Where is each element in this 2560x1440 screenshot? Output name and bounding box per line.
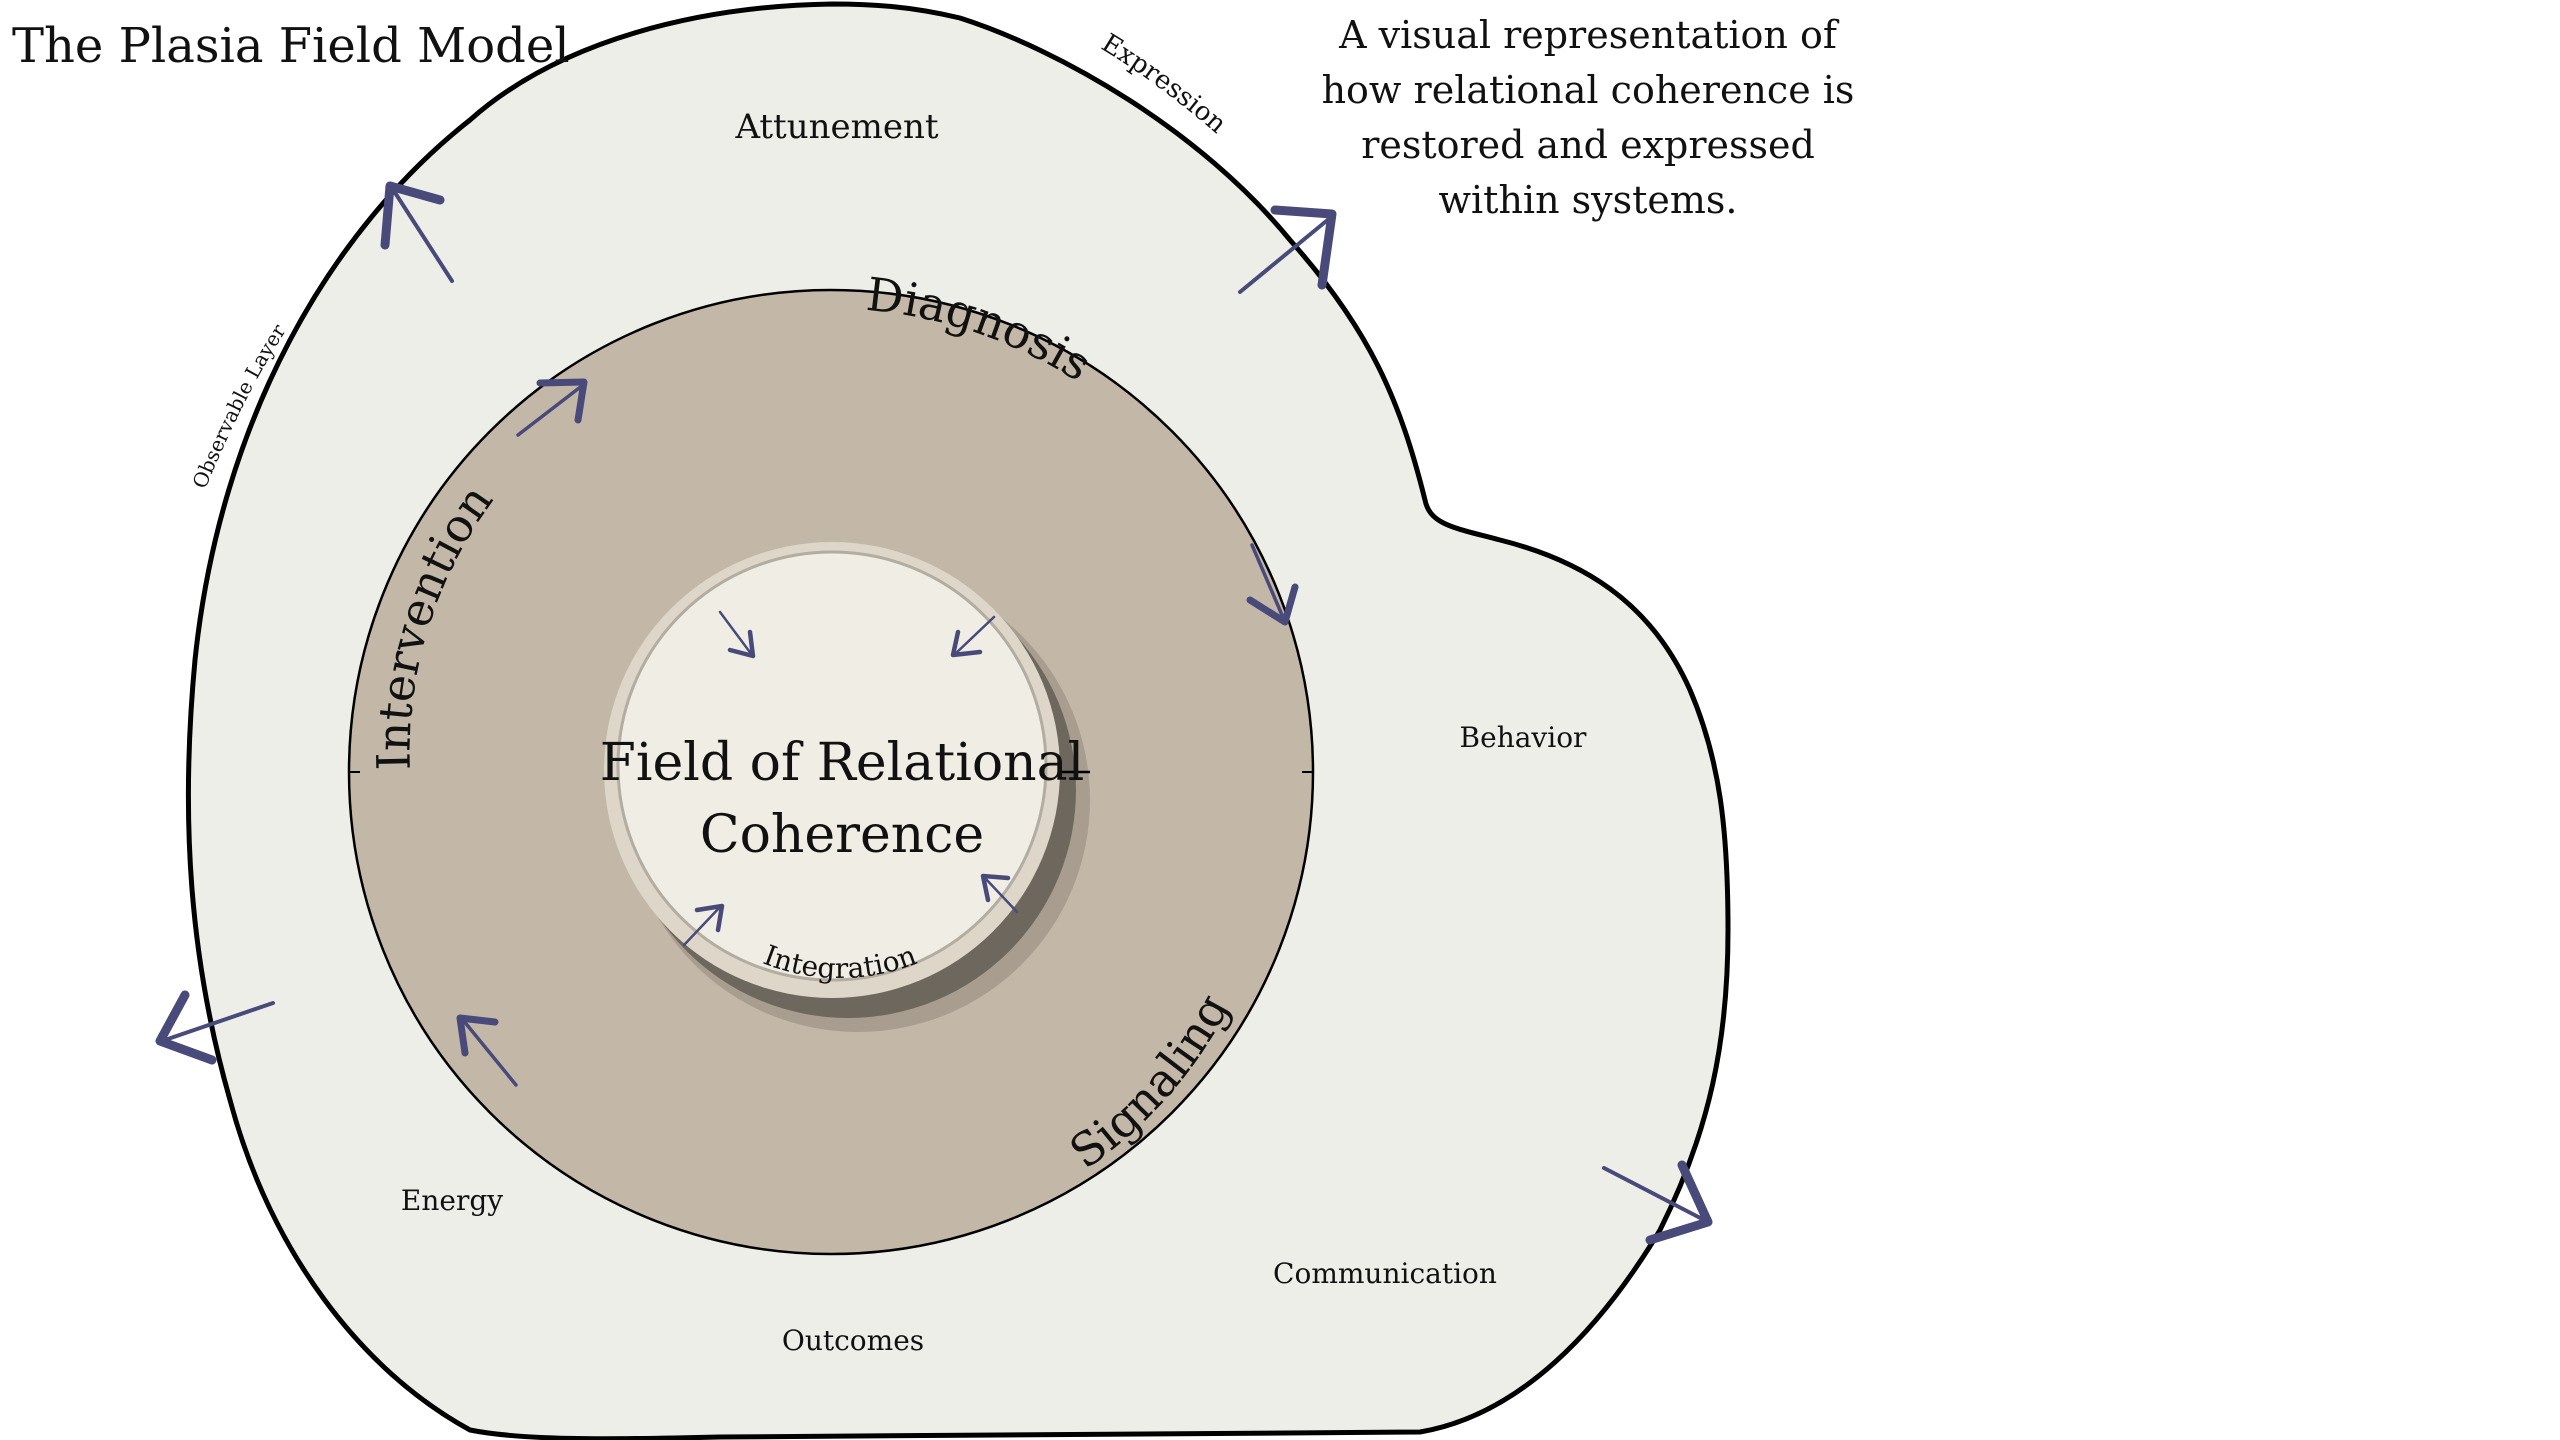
label-energy: Energy [401,1184,503,1217]
core-title-line-1: Field of Relational [600,733,1085,793]
label-communication: Communication [1273,1257,1497,1290]
core-field [616,550,1048,982]
arrow-outward-upper-right-icon [1238,205,1337,294]
core-title-line-2: Coherence [700,805,984,865]
label-outcomes: Outcomes [782,1324,924,1357]
label-attunement: Attunement [734,107,938,147]
description-line-4: within systems. [1439,178,1738,222]
arrow-inward-top-right-icon [950,615,996,658]
arrow-inward-top-left-icon [718,610,756,659]
arrow-inward-bottom-left-icon [682,903,725,947]
arrow-outward-upper-left-icon [380,181,454,283]
label-behavior: Behavior [1460,721,1588,754]
arrow-ring-upper-left-icon [516,378,588,437]
arrow-outward-lower-right-icon [1602,1160,1713,1245]
description-line-2: how relational coherence is [1322,68,1855,112]
description: A visual representation of how relationa… [1322,13,1855,222]
arrow-inward-bottom-right-icon [980,873,1019,914]
page-title: The Plasia Field Model [12,18,570,74]
description-line-3: restored and expressed [1361,123,1815,167]
arrow-outward-left-icon [155,990,275,1065]
arrow-ring-lower-left-icon [456,1014,518,1087]
arrow-ring-right-icon [1246,543,1299,626]
description-line-1: A visual representation of [1338,13,1840,57]
